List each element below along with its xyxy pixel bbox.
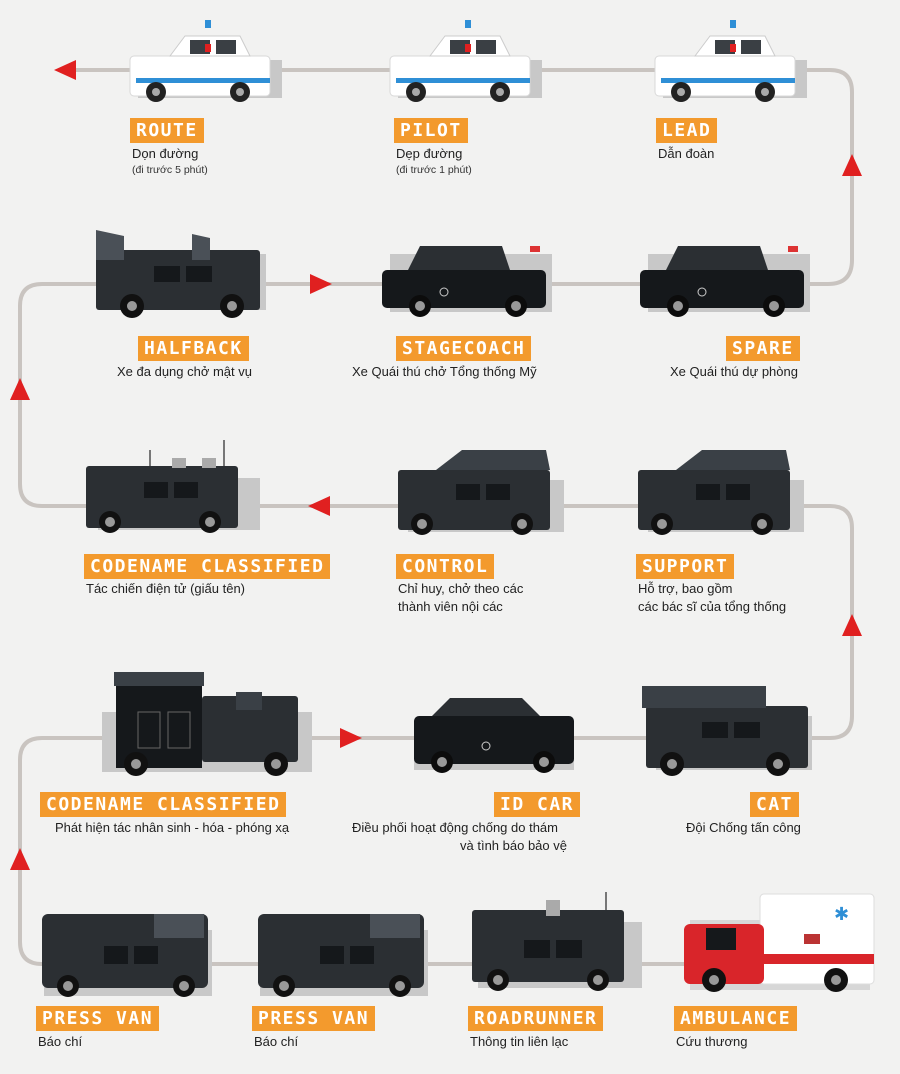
control-suv-icon [398, 450, 564, 535]
label-pressvan-1-text: PRESS VAN [36, 1006, 160, 1031]
label-support: SUPPORT [636, 554, 735, 579]
ambulance-icon: ✱ [684, 893, 875, 992]
label-ambulance-text: AMBULANCE [674, 1006, 798, 1031]
arrow-left-top [54, 60, 76, 80]
label-spare: SPARE [726, 336, 800, 361]
svg-text:✱: ✱ [834, 904, 849, 925]
label-ambulance: AMBULANCE [674, 1006, 798, 1031]
desc-control-2: thành viên nội các [398, 599, 503, 614]
desc-pressvan-1: Báo chí [38, 1034, 83, 1049]
roadrunner-comms-icon [472, 892, 642, 991]
desc-codename-ew: Tác chiến điện tử (giấu tên) [86, 581, 246, 596]
id-car-sedan-icon [414, 698, 574, 773]
cat-suv-icon [642, 686, 812, 776]
desc-idcar-1: Điều phối hoạt động chống do thám [352, 820, 558, 835]
police-car-icon [389, 20, 542, 102]
police-car-icon [129, 20, 282, 102]
arrow-right-row4 [340, 728, 362, 748]
label-control-text: CONTROL [396, 554, 495, 579]
label-route-text: ROUTE [130, 118, 204, 143]
arrow-up-left-1 [10, 378, 30, 400]
label-stagecoach-text: STAGECOACH [396, 336, 532, 361]
label-support-text: SUPPORT [636, 554, 735, 579]
desc-codename-cbr: Phát hiện tác nhân sinh - hóa - phóng xạ [55, 820, 290, 835]
press-van-icon [42, 914, 212, 997]
label-cat: CAT [750, 792, 800, 817]
desc-halfback: Xe đa dụng chở mật vụ [117, 364, 252, 379]
label-spare-text: SPARE [726, 336, 800, 361]
arrow-up-left-2 [10, 848, 30, 870]
label-control: CONTROL [396, 554, 495, 579]
label-lead: LEAD [656, 118, 718, 143]
label-pressvan-1: PRESS VAN [36, 1006, 160, 1031]
label-lead-text: LEAD [656, 118, 718, 143]
desc-lead: Dẫn đoàn [658, 146, 715, 161]
limousine-icon [382, 246, 552, 317]
label-roadrunner: ROADRUNNER [468, 1006, 604, 1031]
press-van-icon [258, 914, 428, 997]
hazmat-truck-icon [102, 672, 312, 776]
suv-antenna-icon [86, 440, 260, 533]
label-route: ROUTE [130, 118, 204, 143]
label-halfback: HALFBACK [138, 336, 249, 361]
desc-roadrunner: Thông tin liên lạc [470, 1034, 569, 1049]
desc-stagecoach: Xe Quái thú chở Tổng thống Mỹ [352, 364, 537, 379]
label-codename-cbr: CODENAME CLASSIFIED [40, 792, 287, 817]
support-suv-icon [638, 450, 804, 535]
desc-idcar-2: và tình báo bảo vệ [460, 838, 567, 853]
arrow-right-row2 [310, 274, 332, 294]
desc-spare: Xe Quái thú dự phòng [670, 364, 798, 379]
label-pilot-text: PILOT [394, 118, 468, 143]
arrow-up-right-2 [842, 614, 862, 636]
halfback-suv-icon [96, 230, 266, 318]
desc-route: Dọn đường [132, 146, 199, 161]
note-pilot: (đi trước 1 phút) [396, 164, 472, 176]
label-codename-cbr-text: CODENAME CLASSIFIED [40, 792, 287, 817]
label-cat-text: CAT [750, 792, 800, 817]
arrow-up-right-1 [842, 154, 862, 176]
desc-ambulance: Cứu thương [676, 1034, 748, 1049]
label-stagecoach: STAGECOACH [396, 336, 532, 361]
label-idcar-text: ID CAR [494, 792, 581, 817]
label-pilot: PILOT [394, 118, 468, 143]
label-pressvan-2-text: PRESS VAN [252, 1006, 376, 1031]
police-car-icon [654, 20, 807, 102]
desc-support-1: Hỗ trợ, bao gồm [638, 581, 733, 596]
limousine-icon [640, 246, 810, 317]
arrow-left-row3 [308, 496, 330, 516]
label-halfback-text: HALFBACK [138, 336, 249, 361]
desc-cat: Đội Chống tấn công [686, 820, 801, 835]
label-roadrunner-text: ROADRUNNER [468, 1006, 604, 1031]
label-codename-ew-text: CODENAME CLASSIFIED [84, 554, 331, 579]
desc-pilot: Dẹp đường [396, 146, 463, 161]
label-pressvan-2: PRESS VAN [252, 1006, 376, 1031]
desc-support-2: các bác sĩ của tổng thống [638, 599, 787, 614]
label-idcar: ID CAR [494, 792, 581, 817]
desc-pressvan-2: Báo chí [254, 1034, 299, 1049]
desc-control-1: Chỉ huy, chở theo các [398, 581, 524, 596]
note-route: (đi trước 5 phút) [132, 164, 208, 176]
label-codename-ew: CODENAME CLASSIFIED [84, 554, 331, 579]
